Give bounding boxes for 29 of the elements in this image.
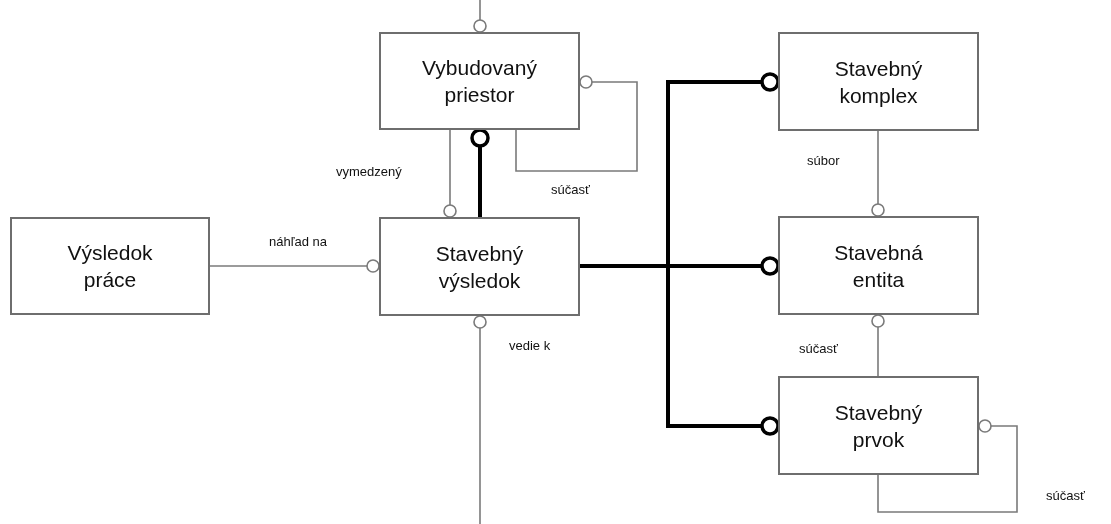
connector: [871, 130, 885, 217]
edge-label: súbor: [806, 153, 841, 168]
entity-name: Stavebný komplex: [833, 55, 924, 109]
connector: [473, 315, 487, 524]
entity-name: Stavebný prvok: [833, 399, 924, 453]
entity-box: [778, 376, 979, 475]
connector: [877, 419, 1018, 513]
edge-label: vymedzený: [335, 164, 403, 179]
connector: [443, 129, 457, 218]
entity-name: Stavebná entita: [833, 239, 924, 293]
entity-box: [778, 216, 979, 315]
edge-label: súčasť: [1045, 488, 1086, 503]
entity-name: Stavebný výsledok: [434, 240, 525, 294]
connector: [515, 75, 638, 172]
thick-connector: [580, 264, 780, 436]
entity-box: [10, 217, 210, 315]
edge-label: vedie k: [508, 338, 552, 353]
edge-label: súčasť: [798, 341, 839, 356]
edge-label: náhľad na: [268, 234, 328, 249]
entity-name: Vybudovaný priestor: [421, 55, 538, 108]
connector: [473, 0, 487, 33]
entity-box: [379, 32, 580, 130]
thick-connector: [470, 128, 490, 217]
edge-label: súčasť: [550, 182, 591, 197]
entity-box: [778, 32, 979, 131]
connector: [209, 259, 380, 273]
entity-name: Výsledok práce: [66, 240, 154, 293]
connector: [871, 314, 885, 377]
entity-box: [379, 217, 580, 316]
